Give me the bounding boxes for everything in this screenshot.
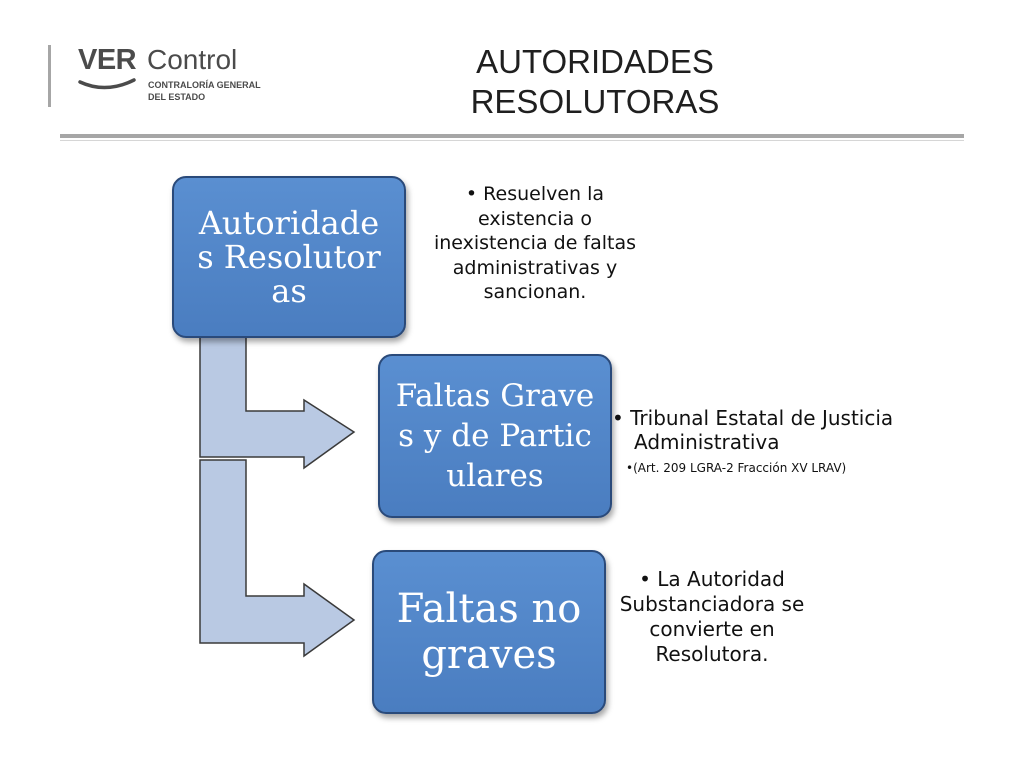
- logo-control-text: Control: [147, 44, 238, 75]
- note-faltas-no-graves: • La Autoridad Substanciadora se convier…: [619, 567, 805, 666]
- note-faltas-graves: • Tribunal Estatal de Justicia Administr…: [612, 406, 902, 476]
- note-faltas-graves-subtext: •(Art. 209 LGRA-2 Fracción XV LRAV): [626, 461, 847, 475]
- logo-subtitle-line2: DEL ESTADO: [148, 92, 206, 102]
- connector-arrow-2: [199, 459, 356, 658]
- node-faltas-no-graves: Faltas no graves: [372, 550, 606, 714]
- connector-arrow-1: [199, 335, 356, 470]
- page-title-line1: AUTORIDADES: [476, 43, 714, 80]
- header-divider-shadow: [60, 140, 964, 141]
- node-faltas-graves-label: Faltas Graves y de Particulares: [395, 378, 595, 494]
- node-faltas-no-graves-label: Faltas no graves: [396, 586, 582, 678]
- logo-subtitle: CONTRALORÍA GENERAL DEL ESTADO: [148, 79, 261, 103]
- node-autoridades-resolutoras: Autoridades Resolutoras: [172, 176, 406, 338]
- page-title: AUTORIDADES RESOLUTORAS: [440, 42, 750, 122]
- page-title-line2: RESOLUTORAS: [470, 83, 720, 120]
- logo-divider: [48, 45, 51, 107]
- header-divider: [60, 134, 964, 138]
- node-autoridades-resolutoras-label: Autoridades Resolutoras: [197, 204, 381, 310]
- logo-subtitle-line1: CONTRALORÍA GENERAL: [148, 80, 261, 90]
- logo-ver-text: VER: [78, 44, 137, 76]
- node-faltas-graves: Faltas Graves y de Particulares: [378, 354, 612, 518]
- note-faltas-graves-text: • Tribunal Estatal de Justicia Administr…: [612, 406, 894, 454]
- logo-swoosh-icon: [78, 78, 136, 90]
- note-autoridades-resolutoras: • Resuelven la existencia o inexistencia…: [433, 183, 637, 303]
